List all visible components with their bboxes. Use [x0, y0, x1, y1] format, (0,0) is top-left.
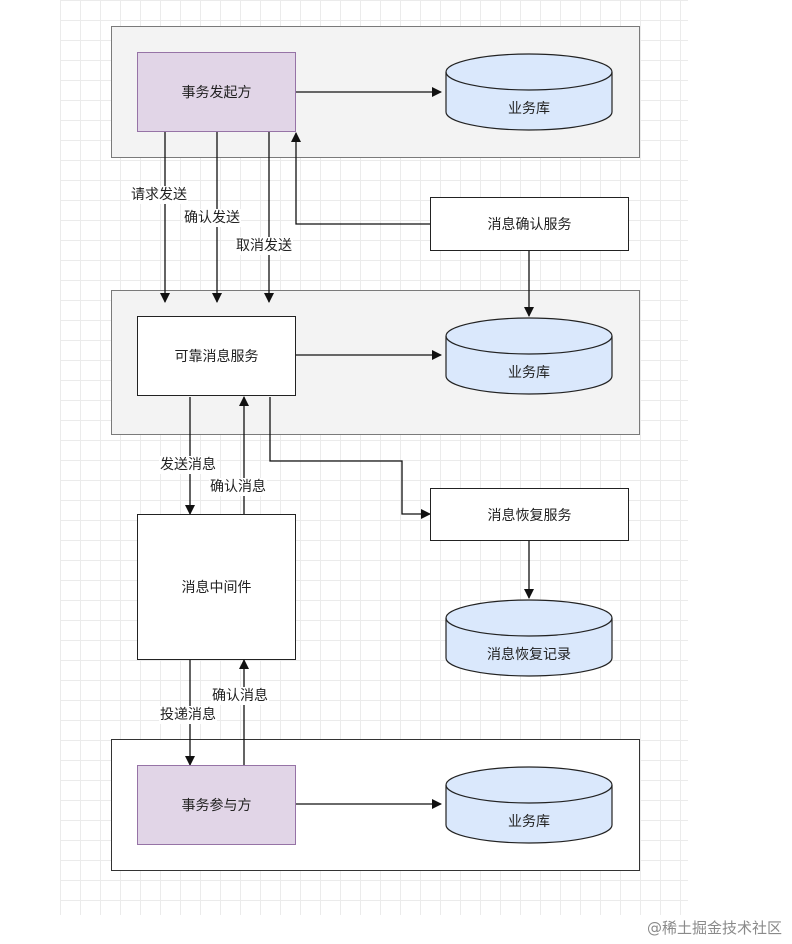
middleware-node: 消息中间件 [137, 514, 296, 660]
confirm-service-label: 消息确认服务 [487, 217, 572, 233]
reliable-service-label: 可靠消息服务 [174, 349, 259, 365]
edge-confirm-service-to-initiator [291, 132, 430, 225]
edge-label-send-message: 发送消息 [159, 456, 217, 474]
participant-label: 事务参与方 [181, 798, 252, 814]
edge-reliable-to-recover [269, 397, 431, 519]
db-mid-label: 业务库 [508, 365, 550, 381]
confirm-service-node: 消息确认服务 [430, 197, 629, 251]
watermark: @稀土掘金技术社区 [646, 919, 782, 937]
db-bottom-label: 业务库 [508, 814, 550, 830]
initiator-label: 事务发起方 [181, 85, 252, 101]
edge-label-deliver-message: 投递消息 [159, 706, 217, 724]
db-bottom: 业务库 [444, 765, 614, 845]
participant-node: 事务参与方 [137, 765, 296, 845]
edge-label-request-send: 请求发送 [130, 186, 188, 204]
db-recover-label: 消息恢复记录 [487, 647, 571, 663]
edge-label-confirm-message-lower: 确认消息 [211, 687, 269, 705]
db-recover: 消息恢复记录 [444, 598, 614, 678]
edge-label-confirm-send: 确认发送 [183, 209, 241, 227]
recover-service-node: 消息恢复服务 [430, 488, 629, 541]
recover-service-label: 消息恢复服务 [487, 507, 572, 524]
db-mid: 业务库 [444, 316, 614, 396]
edge-label-confirm-message-upper: 确认消息 [209, 478, 267, 496]
middleware-label: 消息中间件 [181, 580, 252, 596]
db-top: 业务库 [444, 52, 614, 132]
db-top-label: 业务库 [508, 101, 550, 117]
initiator-node: 事务发起方 [137, 52, 296, 132]
edge-label-cancel-send: 取消发送 [235, 237, 293, 255]
reliable-service-node: 可靠消息服务 [137, 316, 296, 396]
